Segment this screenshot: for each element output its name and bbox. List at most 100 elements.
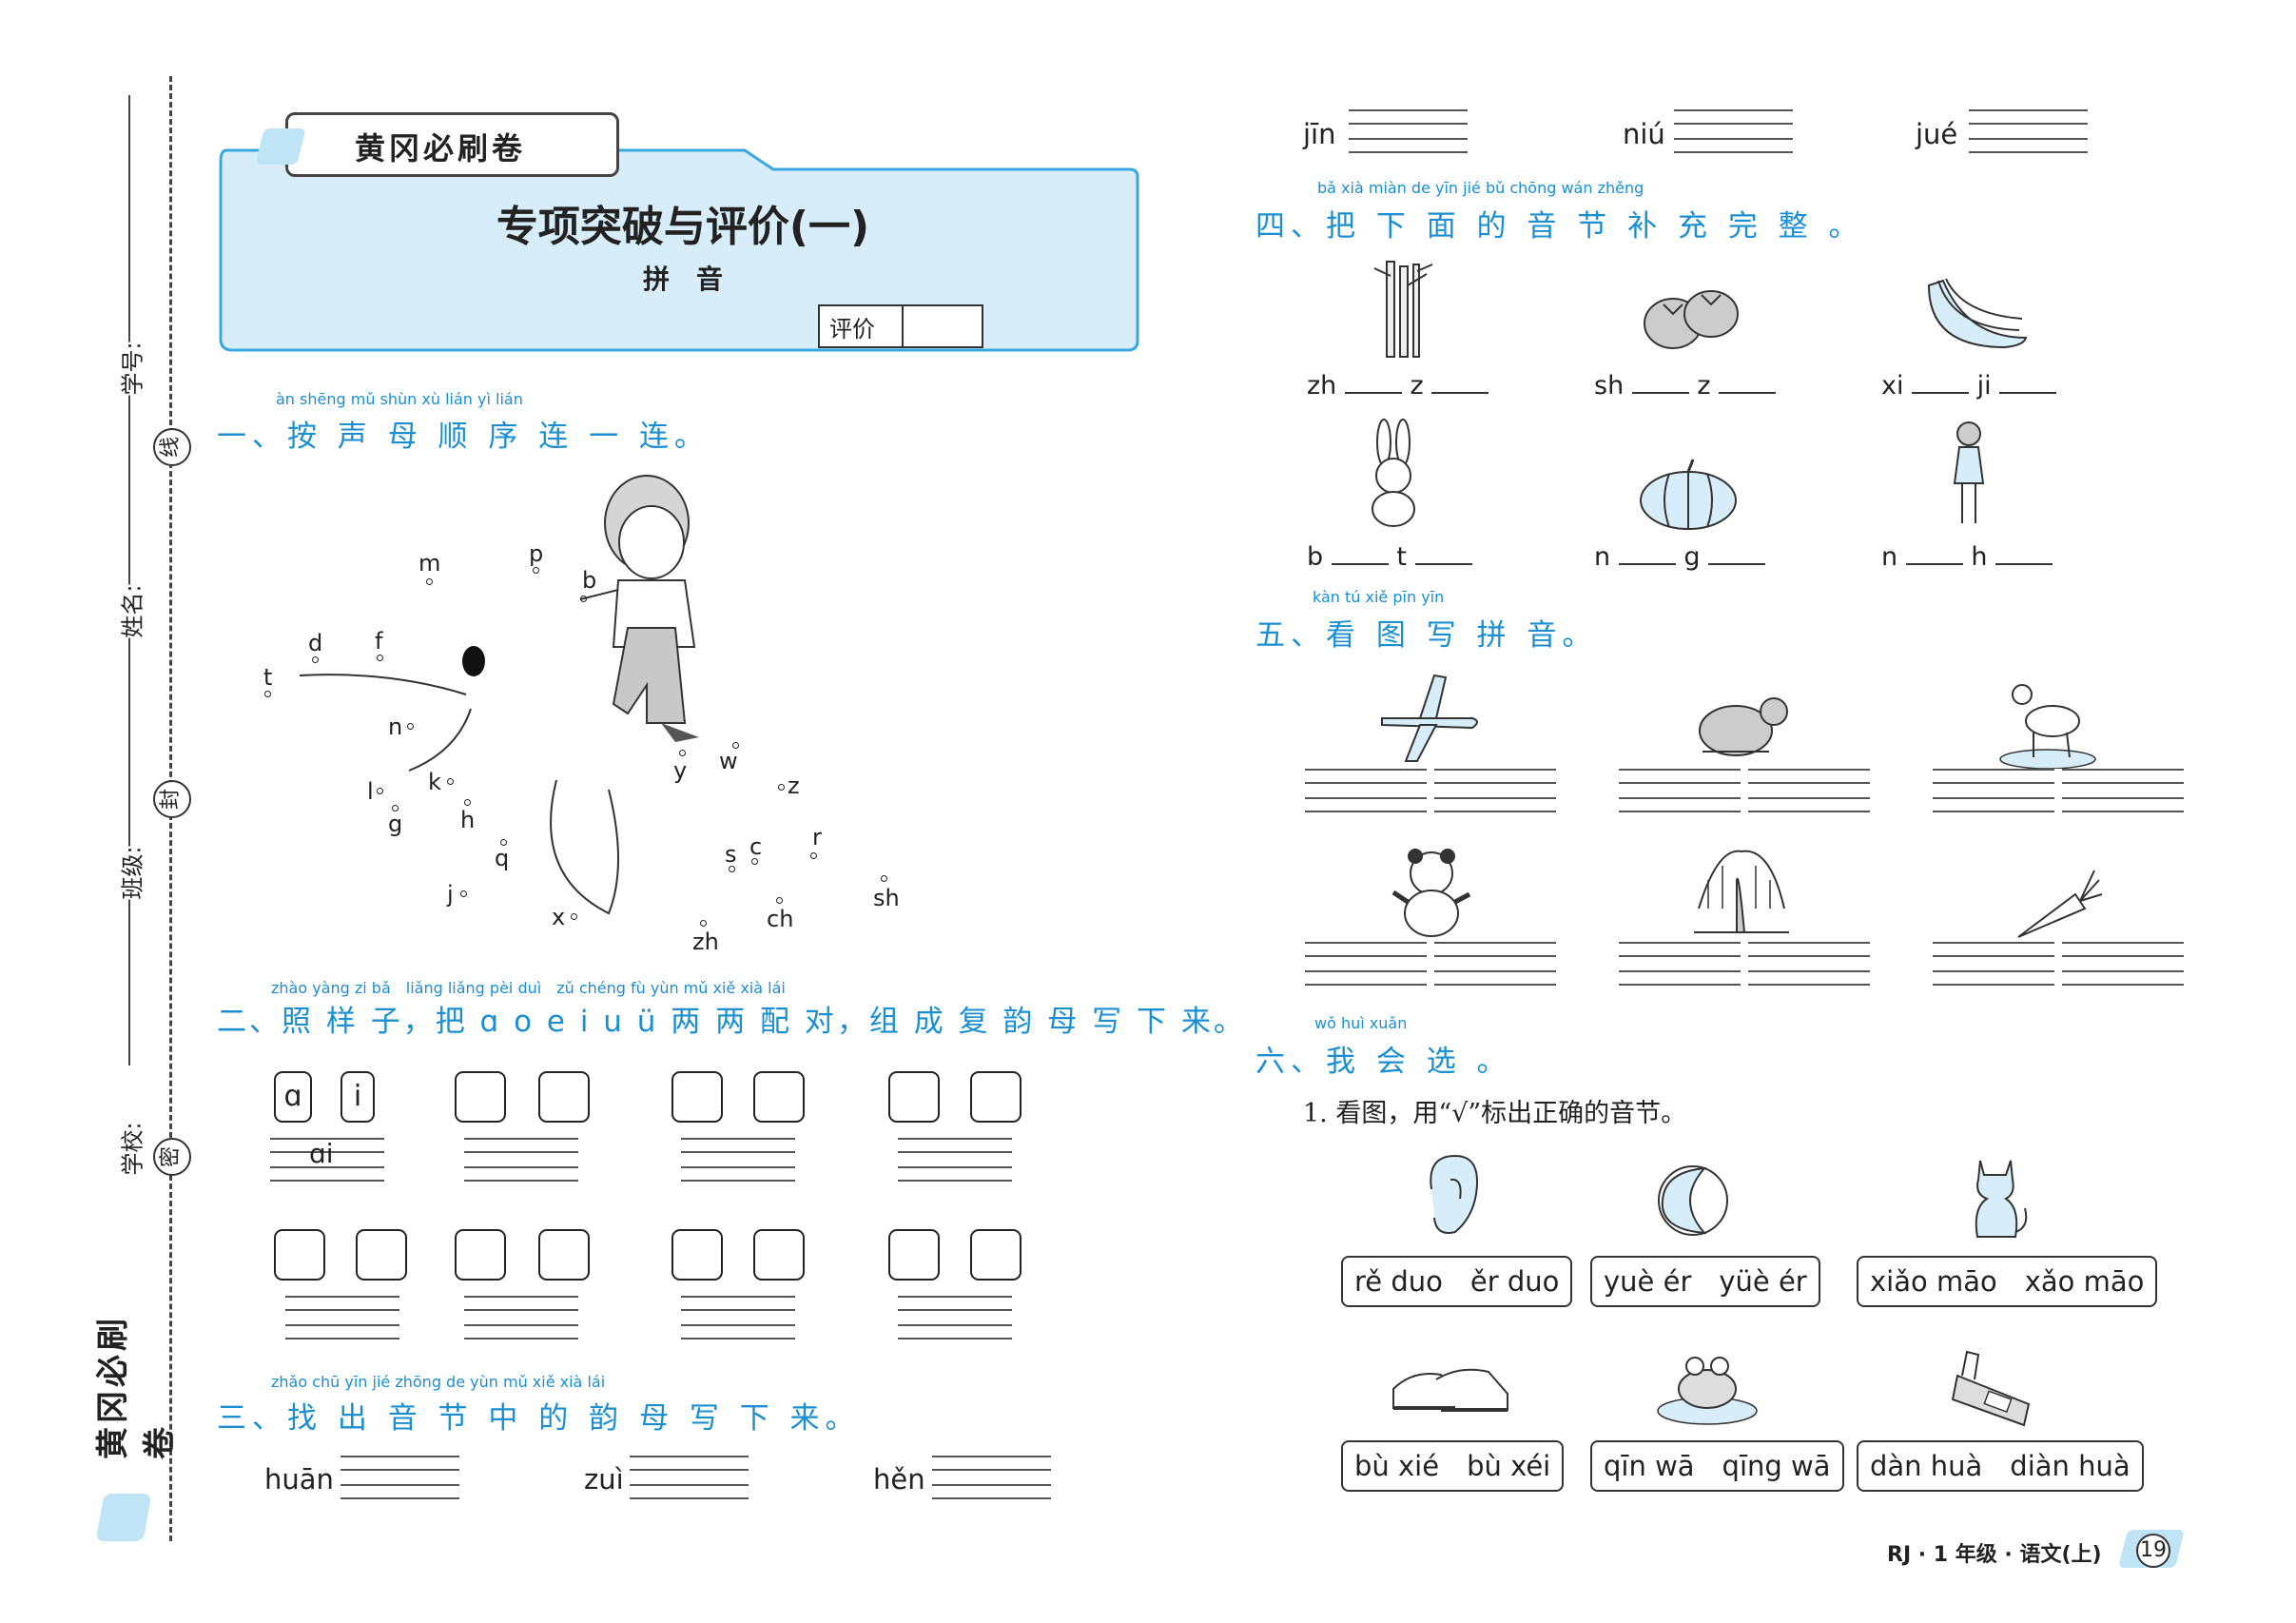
pair-lines-7 <box>681 1296 795 1339</box>
footer-text: RJ · 1 年级 · 语文(上) <box>1887 1543 2102 1567</box>
goat-icon <box>1999 684 2096 769</box>
pair-box-5a[interactable] <box>274 1229 325 1281</box>
dot-ch <box>776 897 783 904</box>
pair-box-6b[interactable] <box>538 1229 590 1281</box>
pair-box-6a[interactable] <box>455 1229 506 1281</box>
turtle-icon <box>1699 697 1788 756</box>
complete-row-1: zh z <box>1307 367 1489 401</box>
section4-pinyin: bǎ xià miàn de yīn jié bǔ chōng wán zhěn… <box>1317 179 1644 197</box>
ear-icon <box>1430 1154 1478 1234</box>
dot-label-z: z <box>788 772 800 799</box>
dot-zh <box>700 920 707 927</box>
dot-label-sh: sh <box>873 885 900 911</box>
dot-t <box>264 691 271 697</box>
section3-title: 三、找 出 音 节 中 的 韵 母 写 下 来。 <box>217 1401 861 1436</box>
dot-k <box>447 778 454 785</box>
choice-shoes[interactable]: bù xié bù xéi <box>1341 1440 1565 1492</box>
section1-title: 一、按 声 母 顺 序 连 一 连。 <box>217 420 710 454</box>
pair-box-7b[interactable] <box>753 1229 805 1281</box>
write-lines-4a <box>1305 942 1427 986</box>
pair-lines-3 <box>681 1138 795 1182</box>
complete-row-5: n g <box>1594 538 1766 572</box>
example-answer-lines <box>270 1138 384 1182</box>
pair-box-2b[interactable] <box>538 1071 590 1123</box>
pair-box-4a[interactable] <box>888 1071 940 1123</box>
syllable-lines-hen <box>932 1456 1051 1499</box>
syllable-item-zui: zuì <box>584 1463 624 1496</box>
section6-question1: 1. 看图，用“√”标出正确的音节。 <box>1303 1099 1687 1128</box>
syllable-lines-zui <box>630 1456 749 1499</box>
brand-text: 黄冈必刷卷 <box>355 130 527 166</box>
choice-frog[interactable]: qīn wā qīng wā <box>1590 1440 1844 1492</box>
persimmon-icon <box>1644 290 1739 349</box>
dot-r <box>810 852 817 859</box>
class-label: 班级: <box>113 846 147 900</box>
dot-s <box>729 866 735 872</box>
willow-icon <box>1694 850 1789 933</box>
seal-secret-mark: 密 <box>153 1138 191 1176</box>
dot-label-m: m <box>418 550 441 577</box>
airplane-icon <box>1381 674 1478 762</box>
dot-label-g: g <box>388 811 403 837</box>
dot-x <box>571 913 577 920</box>
pair-box-5b[interactable] <box>356 1229 407 1281</box>
syllable-lines-huan <box>341 1456 459 1499</box>
syllable-item-hen: hěn <box>873 1463 925 1496</box>
dot-label-r: r <box>812 824 822 851</box>
complete-row-3: xi ji <box>1881 367 2057 401</box>
dot-label-b: b <box>582 567 597 594</box>
syllable-item-jin: jīn <box>1303 118 1336 150</box>
pair-lines-4 <box>898 1138 1012 1182</box>
syllable-lines-jin <box>1349 109 1468 153</box>
section2-title: 二、照 样 子，把 ɑ o e i u ü 两 两 配 对，组 成 复 韵 母 … <box>217 1005 1246 1039</box>
telephone-icon <box>1951 1350 2031 1427</box>
choice-moon[interactable]: yuè ér yüè ér <box>1590 1256 1820 1307</box>
dot-label-q: q <box>495 845 510 871</box>
page-number: 19 <box>2136 1534 2170 1568</box>
write-lines-2b <box>1748 769 1870 812</box>
dot-label-d: d <box>308 630 323 656</box>
pair-box-2a[interactable] <box>455 1071 506 1123</box>
pair-box-4b[interactable] <box>970 1071 1022 1123</box>
score-divider <box>902 306 904 346</box>
dot-label-c: c <box>749 833 763 860</box>
example-box-i: i <box>341 1071 375 1123</box>
dot-label-ch: ch <box>767 906 794 932</box>
dot-p <box>533 567 539 574</box>
choice-cat[interactable]: xiǎo māo xǎo māo <box>1857 1256 2158 1307</box>
score-box[interactable]: 评价 <box>818 304 983 348</box>
page-title: 专项突破与评价(一) <box>496 203 870 251</box>
write-lines-3b <box>2062 769 2184 812</box>
shoes-icon <box>1392 1368 1508 1412</box>
dot-label-x: x <box>552 904 566 930</box>
write-lines-4b <box>1434 942 1556 986</box>
solid-line <box>128 95 130 1066</box>
dot-n <box>407 723 414 730</box>
section6-title: 六、我 会 选 。 <box>1255 1045 1512 1079</box>
student-no-label: 学号: <box>113 342 147 396</box>
pair-lines-6 <box>464 1296 578 1339</box>
dot-label-s: s <box>725 841 737 868</box>
seal-line-mark: 线 <box>153 428 191 466</box>
pair-box-7a[interactable] <box>671 1229 723 1281</box>
dot-y <box>679 750 686 756</box>
pair-box-3a[interactable] <box>671 1071 723 1123</box>
dot-label-n: n <box>388 714 403 740</box>
page-subtitle: 拼 音 <box>642 264 723 295</box>
write-lines-6a <box>1933 942 2054 986</box>
dot-label-y: y <box>673 757 688 784</box>
pair-box-3b[interactable] <box>753 1071 805 1123</box>
pumpkin-icon <box>1640 459 1737 530</box>
dot-label-l: l <box>367 778 374 805</box>
pair-box-8a[interactable] <box>888 1229 940 1281</box>
dot-d <box>312 656 319 663</box>
dot-label-k: k <box>428 769 441 795</box>
pair-box-8b[interactable] <box>970 1229 1022 1281</box>
section3-pinyin: zhǎo chū yīn jié zhōng de yùn mǔ xiě xià… <box>271 1373 606 1391</box>
header-brand-badge: 黄冈必刷卷 <box>255 112 619 177</box>
choice-ear[interactable]: rě duo ěr duo <box>1341 1256 1573 1307</box>
section1-pinyin: àn shēng mǔ shùn xù lián yì lián <box>276 390 523 408</box>
write-lines-6b <box>2062 942 2184 986</box>
choice-telephone[interactable]: dàn huà diàn huà <box>1857 1440 2144 1492</box>
section6-pinyin: wǒ huì xuǎn <box>1314 1014 1408 1032</box>
